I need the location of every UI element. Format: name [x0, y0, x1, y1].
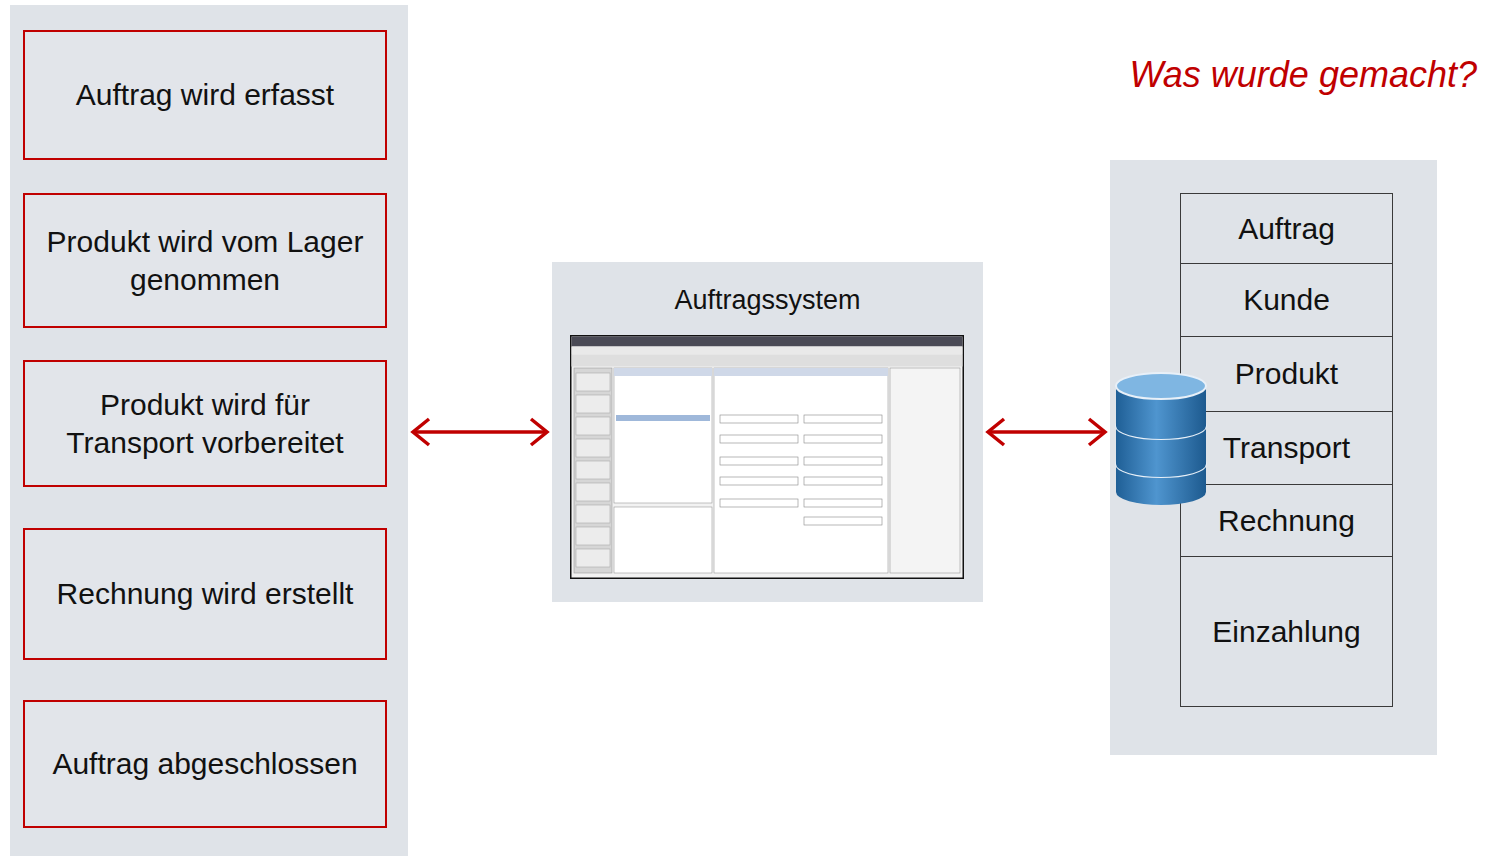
panel: Auftrag wird erfasstProdukt wird vom Lag… [10, 5, 408, 856]
table-name: Einzahlung [1212, 613, 1360, 651]
process-box: Produkt wird für Transport vorbereitet [23, 360, 387, 487]
process-text: Produkt wird vom Lager genommen [35, 223, 375, 298]
table-row: Produkt [1180, 337, 1393, 412]
process-text: Auftrag wird erfasst [76, 76, 334, 114]
database-icon [1113, 368, 1209, 508]
table-name: Produkt [1235, 355, 1338, 393]
table-row: Auftrag [1180, 193, 1393, 264]
table-name: Kunde [1243, 281, 1330, 319]
double-arrow [988, 419, 1105, 445]
application-screenshot [570, 335, 964, 579]
process-text: Rechnung wird erstellt [57, 575, 354, 613]
table-row: Rechnung [1180, 485, 1393, 557]
process-text: Auftrag abgeschlossen [52, 745, 357, 783]
process-text: Produkt wird für Transport vorbereitet [35, 386, 375, 461]
system-title: Auftragssystem [552, 284, 983, 318]
process-box: Rechnung wird erstellt [23, 528, 387, 660]
double-arrow [413, 419, 547, 445]
diagram-title: Was wurde gemacht? [1129, 54, 1477, 96]
process-box: Produkt wird vom Lager genommen [23, 193, 387, 328]
table-row: Kunde [1180, 264, 1393, 337]
system-panel: Auftragssystem [552, 262, 983, 602]
table-name: Transport [1223, 429, 1350, 467]
process-box: Auftrag wird erfasst [23, 30, 387, 160]
table-name: Rechnung [1218, 502, 1355, 540]
table-row: Transport [1180, 412, 1393, 485]
table-name: Auftrag [1238, 210, 1335, 248]
table-row: Einzahlung [1180, 557, 1393, 707]
process-box: Auftrag abgeschlossen [23, 700, 387, 828]
